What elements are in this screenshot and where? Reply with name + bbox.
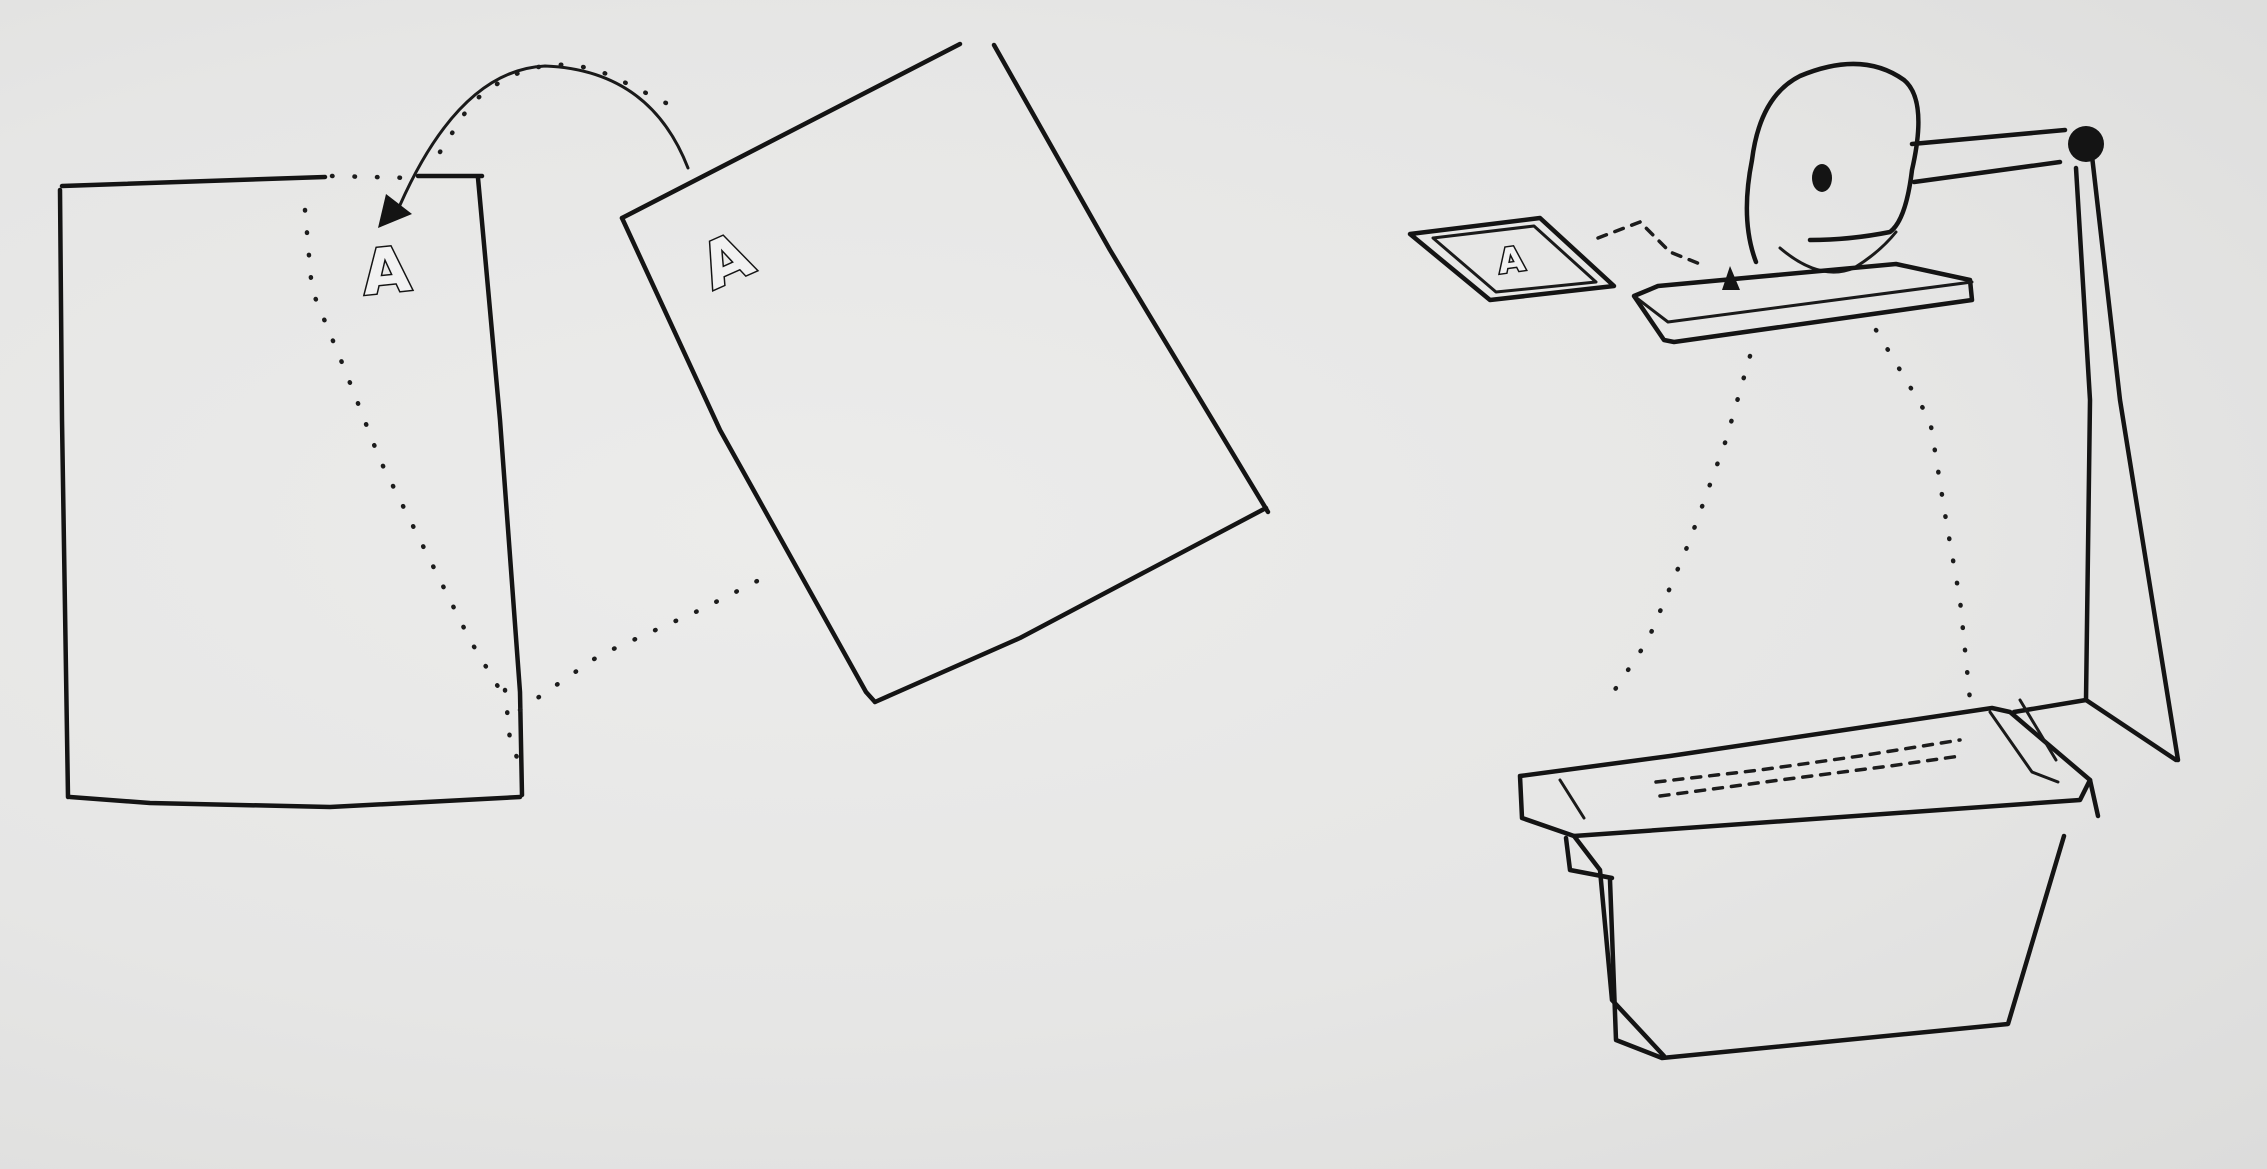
dotted-guide-arc (437, 62, 683, 155)
tilted-sheet-letter: A (690, 217, 764, 303)
output-text-line-1 (1654, 738, 1962, 784)
copier-machine: A (1407, 61, 2181, 1061)
copier-head (1744, 61, 1921, 274)
copier-arm (1909, 126, 2181, 763)
arm-pivot-icon (2068, 126, 2104, 162)
left-sheet-letter: A (358, 232, 413, 310)
projection-beam-right (1873, 327, 1973, 703)
dotted-guide-cross (517, 569, 778, 713)
dotted-guide-bottom-link (502, 687, 523, 768)
small-card: A (1407, 215, 1617, 303)
copier-base (1517, 698, 2101, 1061)
projection-beam-left (1605, 353, 1753, 703)
transfer-arrow (378, 64, 690, 228)
head-sensor-icon (1812, 164, 1832, 192)
tilted-sheet: A (619, 41, 1271, 705)
small-card-letter: A (1495, 239, 1527, 282)
output-text-line-2 (1658, 754, 1962, 798)
dotted-guide-left-top (329, 173, 415, 181)
left-sheet: A (57, 173, 525, 810)
card-feed-path (1596, 219, 1702, 266)
scan-platform (1631, 261, 1975, 345)
arrowhead-icon (378, 194, 412, 228)
